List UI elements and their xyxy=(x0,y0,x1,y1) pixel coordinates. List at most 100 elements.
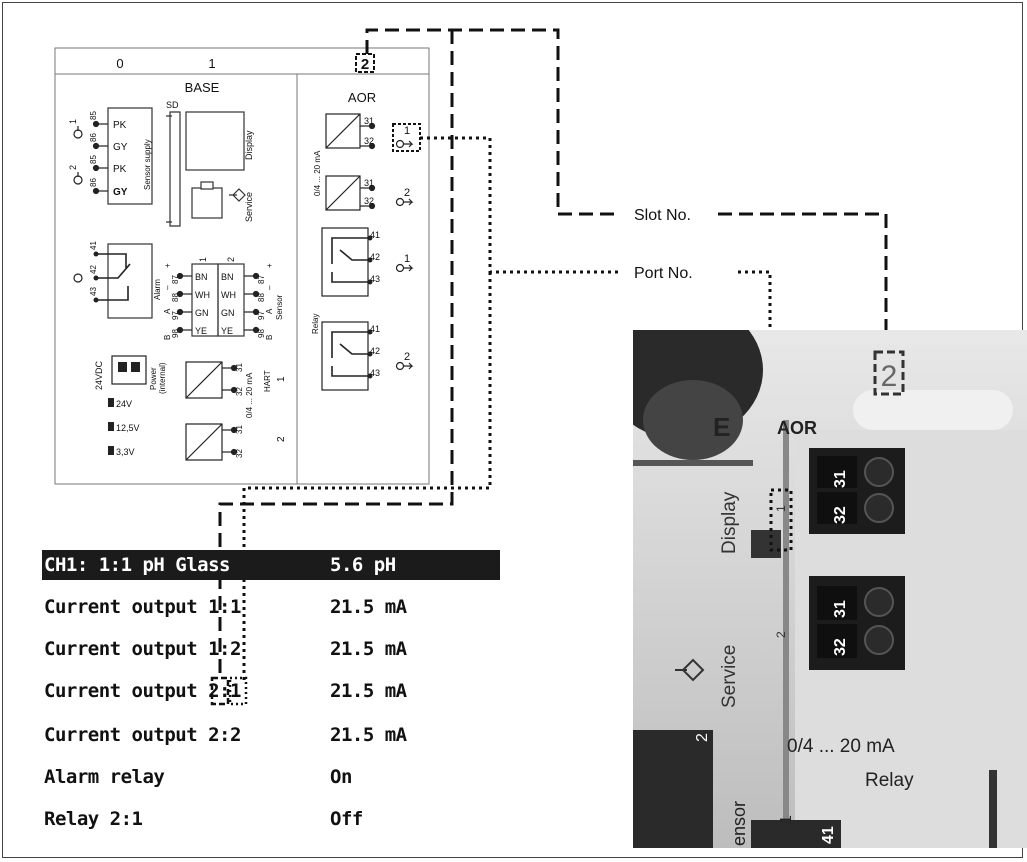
terminal-number: 42 xyxy=(89,265,98,274)
hart-output-2: 2 xyxy=(276,436,287,442)
wire-label: GN xyxy=(195,308,209,318)
terminal-number: 98 xyxy=(171,329,180,338)
wire-label: PK xyxy=(113,120,127,131)
aor-relay-2 xyxy=(321,321,369,391)
terminal-number: 41 xyxy=(370,324,380,334)
hart-output-1: 1 xyxy=(276,376,287,382)
sensor-column: 2 xyxy=(226,257,236,262)
supply-channel-2: 2 xyxy=(68,165,78,170)
lcd-row: Current output 1:2 21.5 mA xyxy=(42,634,500,664)
photo-module-title: AOR xyxy=(777,418,817,438)
photo-terminal: 32 xyxy=(832,638,849,656)
wire-label: YE xyxy=(221,326,233,336)
aor-current-output-1 xyxy=(325,113,361,149)
terminal-number: 41 xyxy=(370,230,380,240)
terminal-number: 32 xyxy=(235,449,244,458)
led-label: 3,3V xyxy=(116,447,135,457)
relay-contact-icon xyxy=(96,253,131,301)
photo-range-label: 0/4 ... 20 mA xyxy=(787,736,895,757)
display-connector xyxy=(185,111,245,171)
hart-label: HART xyxy=(263,370,272,392)
aor-relay-label: Relay xyxy=(311,314,320,334)
lcd-row-value: 21.5 mA xyxy=(330,724,407,746)
base-title: BASE xyxy=(185,80,220,95)
slot-number-box xyxy=(355,53,375,73)
terminal-number: 43 xyxy=(89,287,98,296)
service-icon xyxy=(229,188,246,202)
lcd-row-value: 21.5 mA xyxy=(330,596,407,618)
sensor-supply-label: Sensor supply xyxy=(143,139,152,190)
hart-range-label: 0/4 ... 20 mA xyxy=(245,372,254,418)
aor-range-label: 0/4 ... 20 mA xyxy=(313,150,322,196)
photo-port-mark: 2 xyxy=(774,631,788,638)
lcd-row-value: 21.5 mA xyxy=(330,638,407,660)
terminal-number: 32 xyxy=(364,196,374,206)
lcd-row: Current output 2:1 21.5 mA xyxy=(42,676,500,706)
sign-label: + xyxy=(163,263,172,268)
lcd-row-value: 5.6 pH xyxy=(330,554,396,576)
sign-label: A xyxy=(265,308,274,314)
slot-header-0: 0 xyxy=(116,56,123,71)
photo-port-mark: 1 xyxy=(774,505,788,512)
photo-terminal: 32 xyxy=(832,506,849,524)
photo-relay-label: Relay xyxy=(865,770,914,791)
aor-current-output-2 xyxy=(325,175,361,211)
photo-terminal: 2 xyxy=(694,733,711,742)
terminal-number: 86 xyxy=(89,178,98,187)
terminal-number: 85 xyxy=(89,111,98,120)
sensor-supply-block xyxy=(107,107,153,205)
power-symbol-icon xyxy=(73,126,83,185)
led-label: 24V xyxy=(116,399,132,409)
sign-label: + xyxy=(265,263,274,268)
wire-label: GN xyxy=(221,308,235,318)
photo-slot-number: 2 xyxy=(881,360,898,393)
photo-terminal: 1 xyxy=(778,815,795,824)
power-internal-label: (internal) xyxy=(158,362,167,394)
wire-label: GY xyxy=(113,142,128,153)
port-number: 2 xyxy=(404,187,410,199)
photo-terminal: 31 xyxy=(832,600,849,618)
terminal-number: 98 xyxy=(257,329,266,338)
terminal-number: 87 xyxy=(257,275,266,284)
service-port xyxy=(191,187,223,219)
lcd-row: Alarm relay On xyxy=(42,762,500,792)
port-number: 1 xyxy=(404,253,410,265)
port-number: 1 xyxy=(404,125,410,137)
power-label: Power xyxy=(149,367,158,390)
led-indicators: 24V 12,5V 3,3V xyxy=(108,398,140,457)
slot-callout-label: Slot No. xyxy=(634,207,691,224)
terminal-number: 42 xyxy=(370,346,380,356)
photo-terminal: 31 xyxy=(832,470,849,488)
photo-service-label: Service xyxy=(719,645,740,708)
terminal-number: 97 xyxy=(257,311,266,320)
lcd-row: CH1: 1:1 pH Glass 5.6 pH xyxy=(42,550,500,580)
terminal-number: 32 xyxy=(235,387,244,396)
sensor-column: 1 xyxy=(198,257,208,262)
sign-label: – xyxy=(163,285,172,290)
lcd-row-label: Current output 1:2 xyxy=(44,638,241,660)
lcd-row: Relay 2:1 Off xyxy=(42,804,500,834)
sd-card-slot xyxy=(169,111,181,227)
photo-illustration: 2 E AOR Display Service 31 32 31 32 1 2 … xyxy=(633,330,1027,848)
sensor-bus-block-2 xyxy=(217,263,245,337)
terminal-number: 85 xyxy=(89,155,98,164)
terminal-number: 86 xyxy=(89,133,98,142)
photo-sensor-label: ensor xyxy=(729,801,749,846)
output-arrow-icon xyxy=(395,139,414,371)
photo-display-label: Display xyxy=(719,491,740,554)
photo-module-letter: E xyxy=(713,412,730,442)
slot-callout-line xyxy=(365,28,888,340)
sensor-supply-wires: PK GY PK GY xyxy=(113,120,128,198)
port-callout-label: Port No. xyxy=(634,265,693,282)
module-photo: 2 E AOR Display Service 31 32 31 32 1 2 … xyxy=(633,330,1027,848)
current-output-symbol xyxy=(185,361,223,399)
service-label: Service xyxy=(244,192,254,222)
supply-channel-1: 1 xyxy=(68,119,78,124)
terminal-number: 31 xyxy=(364,116,374,126)
lcd-row-label: Current output 2:1 xyxy=(44,680,241,702)
power-connector xyxy=(111,355,147,385)
voltage-label: 24VDC xyxy=(94,360,104,390)
display-label: Display xyxy=(244,130,254,160)
terminal-number: 43 xyxy=(370,368,380,378)
